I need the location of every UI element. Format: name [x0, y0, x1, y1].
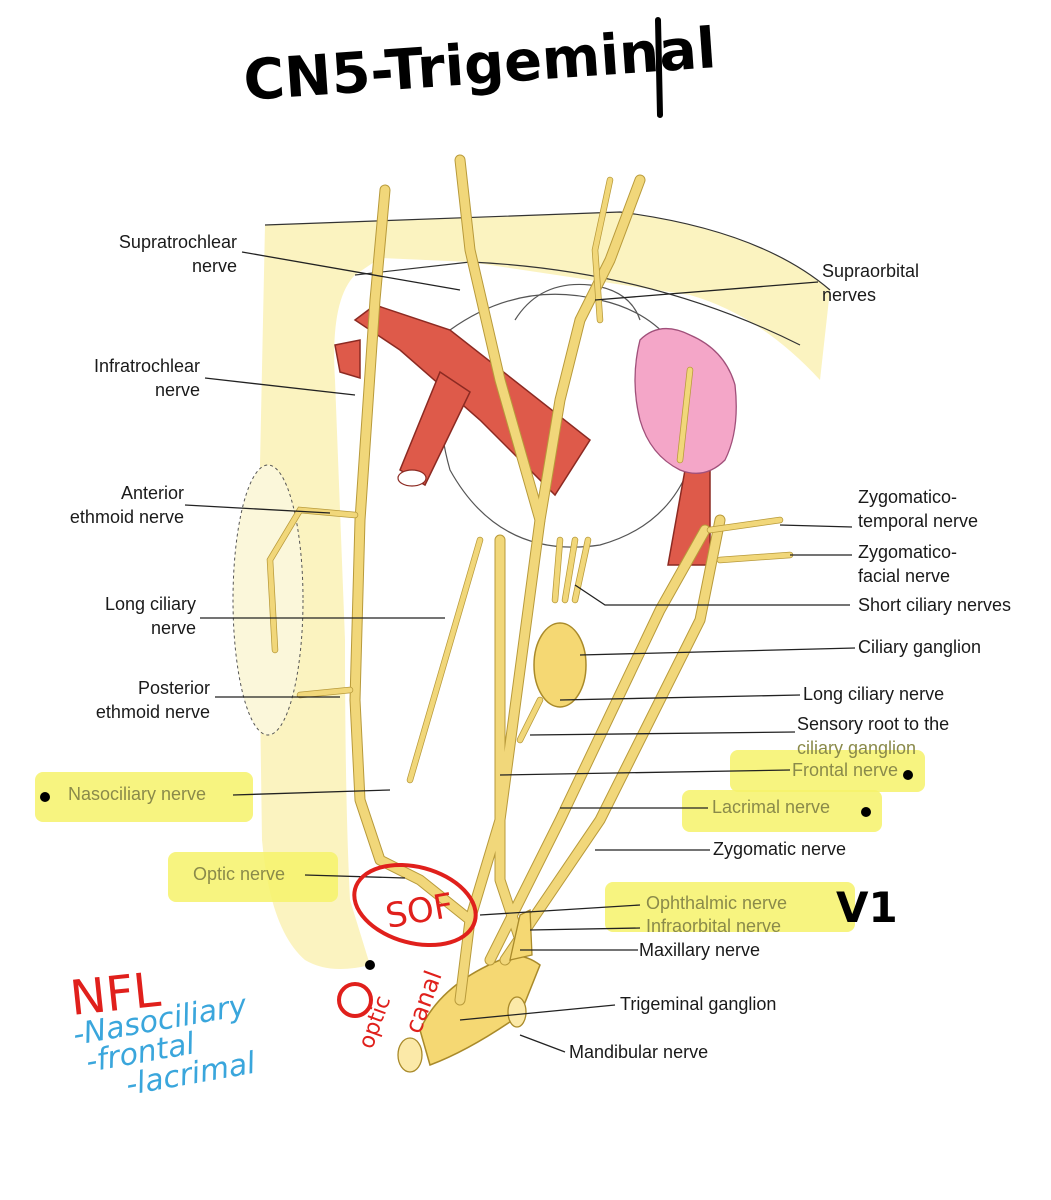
- right-labels: Supraorbital nerves Zygomatico- temporal…: [569, 261, 1011, 1062]
- label-ophthalmic: Ophthalmic nerve: [646, 893, 787, 913]
- annotation-sof-text: SOF: [383, 886, 457, 937]
- diagram-title: CN5-Trigeminal: [241, 16, 718, 114]
- label-optic: Optic nerve: [193, 864, 285, 884]
- label-posterior-ethmoid-1: Posterior: [138, 678, 210, 698]
- label-supraorbital-1: Supraorbital: [822, 261, 919, 281]
- label-zygomatic: Zygomatic nerve: [713, 839, 846, 859]
- label-supraorbital-2: nerves: [822, 285, 876, 305]
- label-infratrochlear-1: Infratrochlear: [94, 356, 200, 376]
- label-supratrochlear-1: Supratrochlear: [119, 232, 237, 252]
- label-long-ciliary-right: Long ciliary nerve: [803, 684, 944, 704]
- extraocular-muscles: [334, 304, 711, 566]
- label-nasociliary: Nasociliary nerve: [68, 784, 206, 804]
- annotation-optic-canal-1: optic: [354, 993, 396, 1053]
- label-posterior-ethmoid-2: ethmoid nerve: [96, 702, 210, 722]
- label-mandibular: Mandibular nerve: [569, 1042, 708, 1062]
- highlights: [35, 750, 925, 932]
- label-short-ciliary: Short ciliary nerves: [858, 595, 1011, 615]
- label-long-ciliary-left-1: Long ciliary: [105, 594, 196, 614]
- label-sensory-root-1: Sensory root to the: [797, 714, 949, 734]
- label-zygomaticotemporal-2: temporal nerve: [858, 511, 978, 531]
- label-maxillary: Maxillary nerve: [639, 940, 760, 960]
- label-ciliary-ganglion: Ciliary ganglion: [858, 637, 981, 657]
- label-lacrimal: Lacrimal nerve: [712, 797, 830, 817]
- label-anterior-ethmoid-2: ethmoid nerve: [70, 507, 184, 527]
- label-infraorbital: Infraorbital nerve: [646, 916, 781, 936]
- left-labels: Supratrochlear nerve Infratrochlear nerv…: [68, 232, 285, 884]
- annotation-mnemonic: NFL -Nasociliary -frontal -lacrimal: [67, 962, 258, 1103]
- mnemonic-title: NFL: [67, 962, 163, 1027]
- nerves: [266, 154, 794, 1073]
- label-zygomaticofacial-1: Zygomatico-: [858, 542, 957, 562]
- label-frontal: Frontal nerve: [792, 760, 898, 780]
- label-anterior-ethmoid-1: Anterior: [121, 483, 184, 503]
- label-sensory-root-2: ciliary ganglion: [797, 738, 916, 758]
- label-infratrochlear-2: nerve: [155, 380, 200, 400]
- label-long-ciliary-left-2: nerve: [151, 618, 196, 638]
- annotation-v1: V1: [836, 883, 898, 932]
- label-supratrochlear-2: nerve: [192, 256, 237, 276]
- label-zygomaticotemporal-1: Zygomatico-: [858, 487, 957, 507]
- label-trigeminal-ganglion: Trigeminal ganglion: [620, 994, 776, 1014]
- label-zygomaticofacial-2: facial nerve: [858, 566, 950, 586]
- annotation-dots: [40, 770, 913, 970]
- leader-lines: [184, 251, 856, 1053]
